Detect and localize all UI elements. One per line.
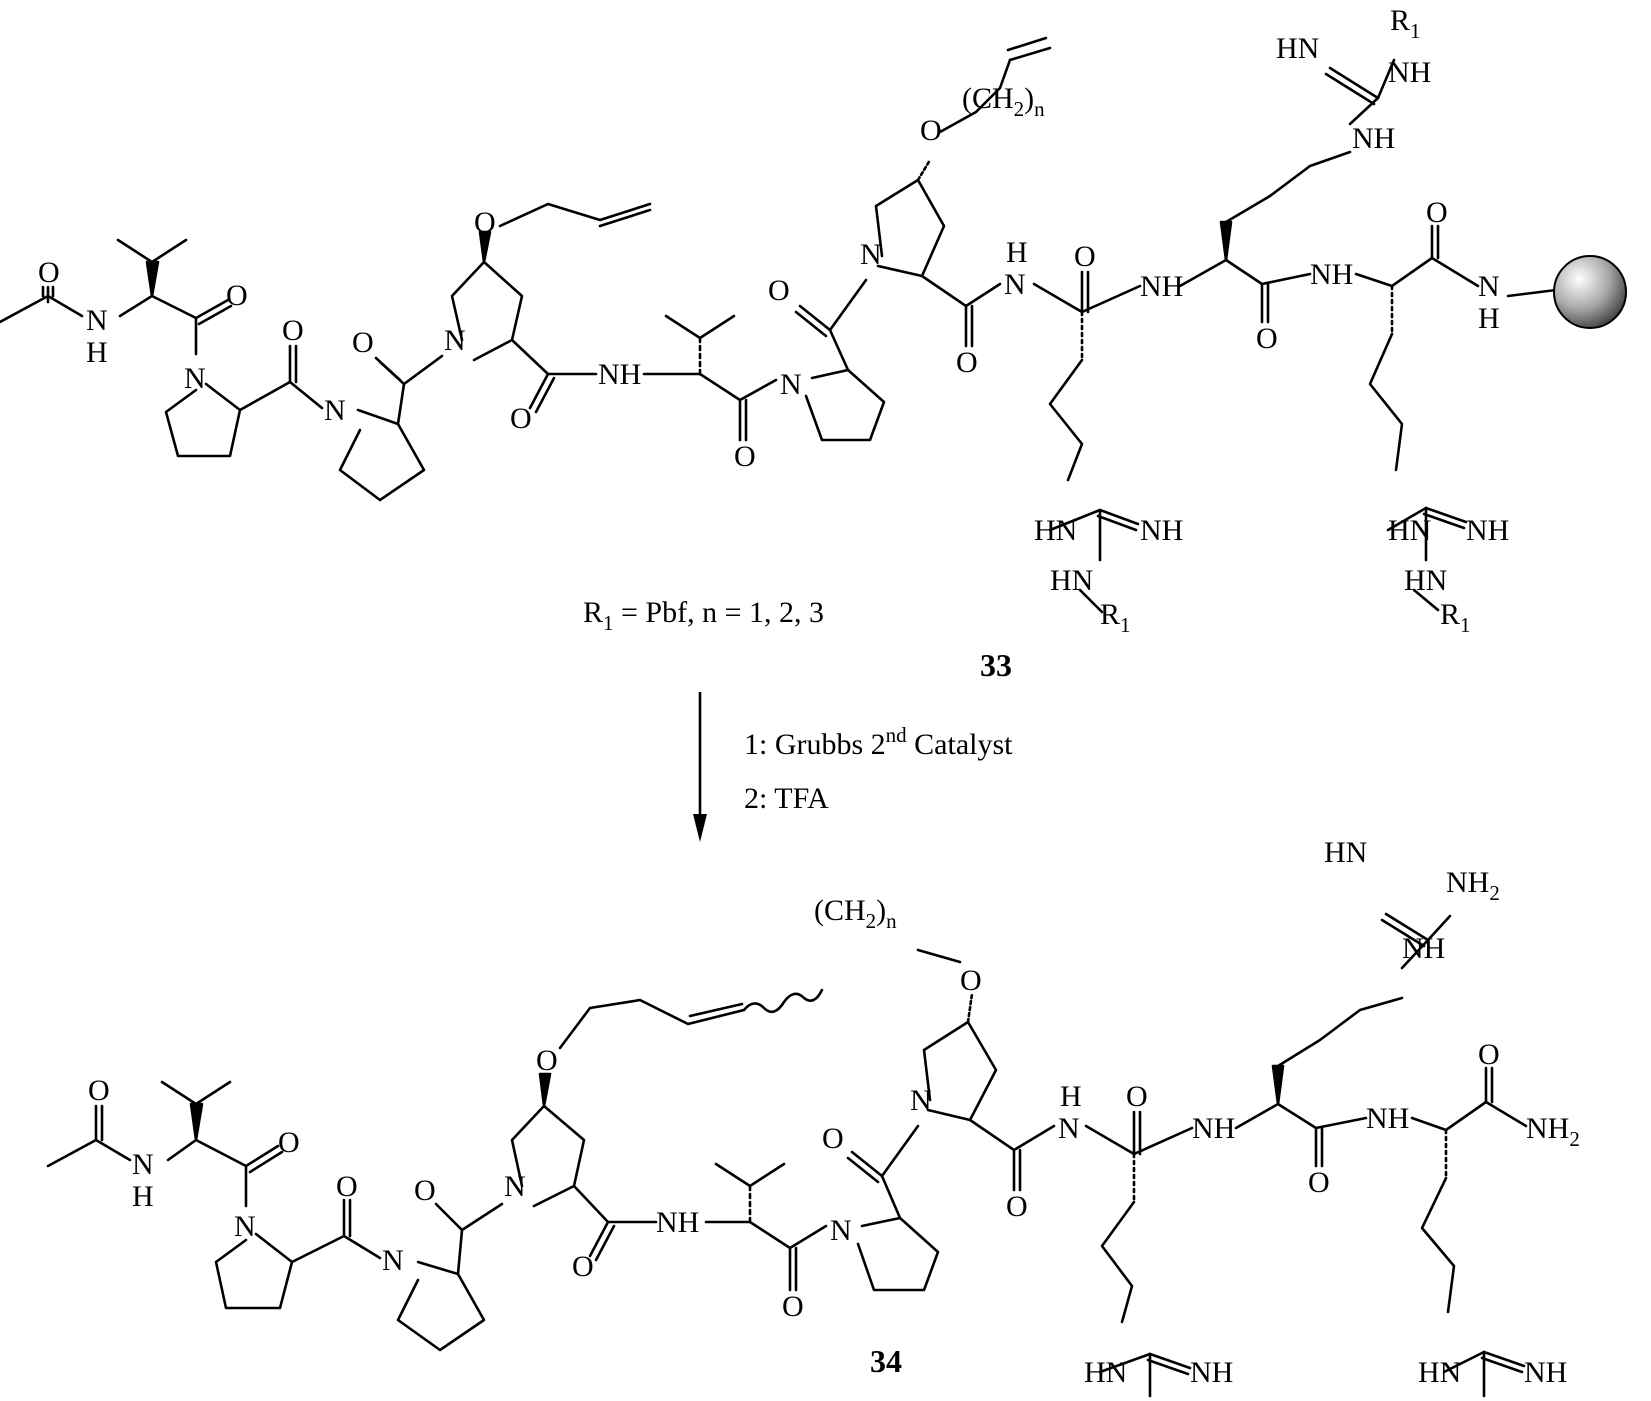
- atom-n: N: [444, 324, 466, 357]
- atom-n: N: [132, 1148, 154, 1181]
- atom-o: O: [278, 1126, 300, 1159]
- atom-hn: HN: [1034, 514, 1077, 547]
- atom-nh: NH: [1192, 1112, 1235, 1145]
- atom-hn: HN: [1404, 564, 1447, 597]
- atom-nh: NH: [598, 358, 641, 391]
- atom-hn: HN: [1050, 564, 1093, 597]
- atom-nh: NH: [1402, 932, 1445, 965]
- reaction-arrow: [693, 692, 707, 842]
- compound-34-number: 34: [870, 1343, 902, 1379]
- atom-n: N: [780, 368, 802, 401]
- atom-hn: HN: [1388, 514, 1431, 547]
- amide-nh2-label: NH2: [1526, 1112, 1580, 1151]
- atom-nh: NH: [1366, 1102, 1409, 1135]
- atom-o: O: [956, 346, 978, 379]
- atom-nh: NH: [1140, 270, 1183, 303]
- compound-34-atom-labels: O N H O N O N O N O O NH O N O N O O H N…: [88, 836, 1580, 1389]
- atom-o: O: [1308, 1166, 1330, 1199]
- reaction-step-1: 1: Grubbs 2nd Catalyst: [744, 723, 1013, 761]
- atom-o: O: [768, 274, 790, 307]
- atom-o: O: [1126, 1080, 1148, 1113]
- atom-nh: NH: [1140, 514, 1183, 547]
- atom-o: O: [352, 326, 374, 359]
- guanidine-nh2-label: NH2: [1446, 866, 1500, 905]
- reaction-step-2: 2: TFA: [744, 782, 829, 815]
- atom-n: N: [1058, 1112, 1080, 1145]
- atom-h: H: [86, 336, 108, 369]
- atom-o: O: [782, 1290, 804, 1323]
- atom-o: O: [1006, 1190, 1028, 1223]
- r1-group: R1: [1100, 598, 1131, 637]
- atom-n: N: [86, 304, 108, 337]
- atom-o: O: [38, 256, 60, 289]
- atom-o: O: [282, 314, 304, 347]
- compound-33-atom-labels: O N H O N O N O N O O NH O N O N O O H N…: [38, 4, 1509, 637]
- atom-n: N: [1478, 270, 1500, 303]
- atom-nh: NH: [1466, 514, 1509, 547]
- atom-o: O: [510, 402, 532, 435]
- atom-o: O: [336, 1170, 358, 1203]
- atom-n: N: [830, 1214, 852, 1247]
- atom-o: O: [734, 440, 756, 473]
- atom-nh: NH: [1352, 122, 1395, 155]
- atom-o: O: [226, 279, 248, 312]
- atom-n: N: [860, 238, 882, 271]
- atom-nh: NH: [1310, 258, 1353, 291]
- compound-33-structure: [0, 36, 1558, 614]
- atom-h: H: [132, 1180, 154, 1213]
- atom-hn: HN: [1084, 1356, 1127, 1389]
- atom-o: O: [960, 964, 982, 997]
- atom-n: N: [184, 362, 206, 395]
- atom-nh: NH: [1388, 56, 1431, 89]
- compound-33-number: 33: [980, 647, 1012, 683]
- atom-o: O: [1478, 1038, 1500, 1071]
- atom-hn: HN: [1276, 32, 1319, 65]
- atom-o: O: [920, 114, 942, 147]
- atom-o: O: [1074, 240, 1096, 273]
- atom-n: N: [382, 1244, 404, 1277]
- resin-bead-icon: [1553, 255, 1627, 329]
- atom-n: N: [504, 1170, 526, 1203]
- atom-h: H: [1006, 236, 1028, 269]
- compound-33-definition: R1 = Pbf, n = 1, 2, 3: [583, 596, 824, 635]
- bridge-chain-label: (CH2)n: [814, 894, 897, 933]
- atom-n: N: [1004, 268, 1026, 301]
- atom-o: O: [474, 206, 496, 239]
- atom-h: H: [1060, 1080, 1082, 1113]
- pendant-chain-label: (CH2)n: [962, 82, 1045, 121]
- atom-n: N: [910, 1084, 932, 1117]
- atom-nh: NH: [1524, 1356, 1567, 1389]
- atom-n: N: [324, 394, 346, 427]
- atom-hn: HN: [1418, 1356, 1461, 1389]
- atom-o: O: [88, 1074, 110, 1107]
- atom-o: O: [572, 1250, 594, 1283]
- r1-group: R1: [1390, 4, 1421, 43]
- atom-n: N: [234, 1210, 256, 1243]
- atom-hn: HN: [1324, 836, 1367, 869]
- atom-h: H: [1478, 302, 1500, 335]
- atom-o: O: [536, 1044, 558, 1077]
- atom-o: O: [1256, 322, 1278, 355]
- atom-o: O: [414, 1174, 436, 1207]
- atom-nh: NH: [656, 1206, 699, 1239]
- atom-o: O: [1426, 196, 1448, 229]
- r1-group: R1: [1440, 598, 1471, 637]
- compound-34-structure: [46, 912, 1528, 1398]
- atom-nh: NH: [1190, 1356, 1233, 1389]
- atom-o: O: [822, 1122, 844, 1155]
